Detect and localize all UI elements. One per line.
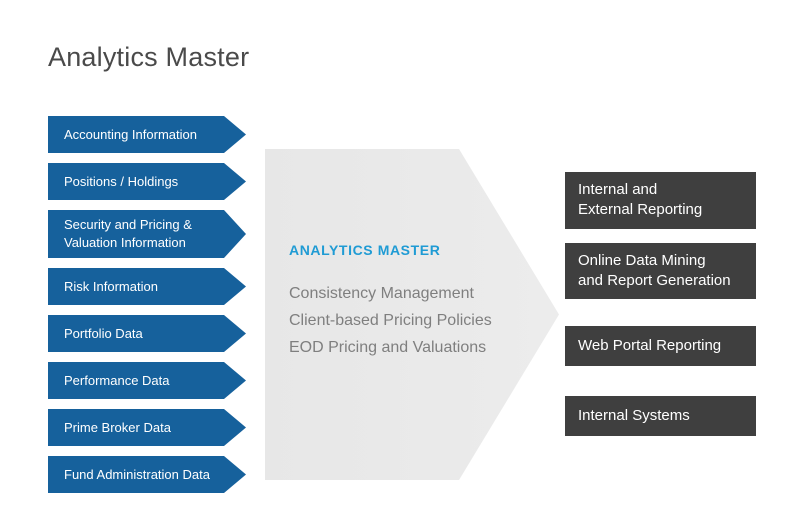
input-arrow-label: Performance Data — [64, 372, 170, 388]
output-box-label: Online Data Mining and Report Generation — [578, 251, 731, 289]
input-arrow-accounting-information: Accounting Information — [48, 116, 246, 153]
analytics-master-heading: ANALYTICS MASTER — [289, 242, 441, 258]
page-title: Analytics Master — [48, 42, 250, 72]
center-content: ANALYTICS MASTER Consistency Management … — [289, 242, 519, 362]
output-box-internal-external-reporting: Internal and External Reporting — [565, 172, 756, 229]
input-arrow-label: Risk Information — [64, 278, 158, 294]
center-feature-consistency-management: Consistency Management — [289, 285, 474, 302]
input-arrow-label: Security and Pricing & Valuation Informa… — [64, 217, 192, 250]
output-box-internal-systems: Internal Systems — [565, 396, 756, 436]
input-arrow-risk-information: Risk Information — [48, 268, 246, 305]
input-arrow-portfolio-data: Portfolio Data — [48, 315, 246, 352]
input-arrow-performance-data: Performance Data — [48, 362, 246, 399]
input-arrow-label: Portfolio Data — [64, 325, 143, 341]
input-arrow-label: Positions / Holdings — [64, 173, 179, 189]
input-arrow-positions-holdings: Positions / Holdings — [48, 163, 246, 200]
output-box-online-data-mining: Online Data Mining and Report Generation — [565, 242, 756, 299]
input-column: Accounting Information Positions / Holdi… — [48, 116, 246, 493]
input-arrow-prime-broker-data: Prime Broker Data — [48, 409, 246, 446]
output-box-web-portal-reporting: Web Portal Reporting — [565, 326, 756, 366]
input-arrow-label: Prime Broker Data — [64, 419, 171, 435]
output-column: Internal and External Reporting Online D… — [565, 172, 756, 436]
input-arrow-label: Fund Administration Data — [64, 466, 210, 482]
output-box-label: Internal and External Reporting — [578, 181, 703, 219]
center-feature-eod-pricing-valuations: EOD Pricing and Valuations — [289, 339, 487, 357]
input-arrow-security-pricing-valuation: Security and Pricing & Valuation Informa… — [48, 210, 246, 258]
input-arrow-fund-administration-data: Fund Administration Data — [48, 456, 246, 493]
output-box-label: Web Portal Reporting — [578, 336, 722, 354]
output-box-label: Internal Systems — [578, 406, 690, 424]
input-arrow-label: Accounting Information — [64, 126, 197, 142]
center-feature-client-based-pricing: Client-based Pricing Policies — [289, 312, 492, 330]
